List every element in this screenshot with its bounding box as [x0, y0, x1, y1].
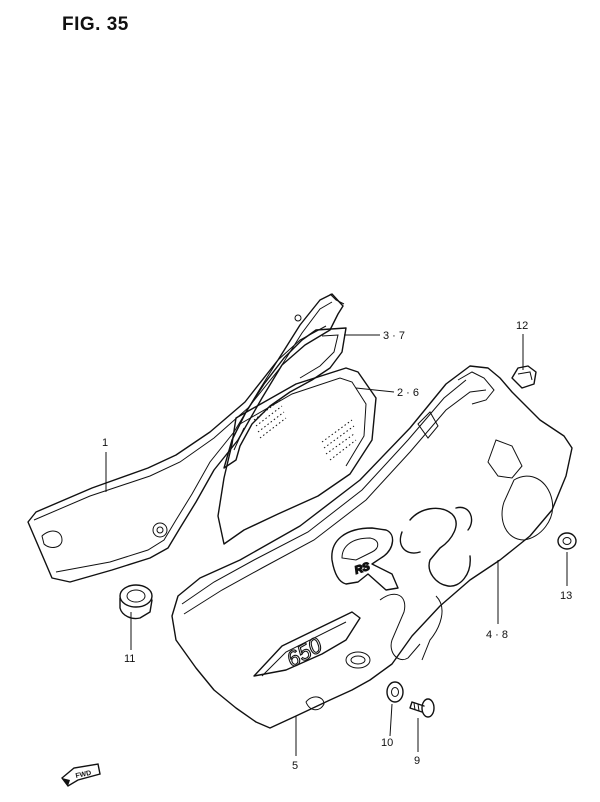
forward-arrow-icon: FWD	[61, 763, 101, 787]
650-badge-text: 650	[282, 632, 327, 672]
callout-labels: 1 3 · 7 2 · 6 12 13 4 · 8 11 5 10 9	[102, 320, 572, 772]
callout-10: 10	[381, 737, 393, 749]
grille-dots	[253, 399, 357, 461]
callout-11: 11	[124, 653, 135, 665]
clip-part-12	[511, 365, 537, 389]
side-cover-frame-part-1	[27, 293, 345, 583]
upper-insert-panel-part-3-7	[223, 327, 347, 469]
callout-2-6: 2 · 6	[397, 387, 419, 399]
rs-emblem-text: RS	[353, 561, 372, 577]
callout-13: 13	[560, 590, 572, 602]
figure-title: FIG. 35	[62, 14, 129, 35]
callout-3-7: 3 · 7	[383, 330, 405, 342]
main-side-cover-part-4-8: RS 650	[171, 365, 573, 729]
screw-part-9	[409, 698, 435, 718]
callout-9: 9	[414, 755, 420, 767]
washer-part-10	[386, 681, 404, 703]
callout-1: 1	[102, 437, 108, 449]
leader-lines	[105, 334, 568, 756]
washer-part-13	[557, 532, 577, 550]
callout-12: 12	[516, 320, 528, 332]
fwd-label: FWD	[75, 770, 92, 780]
callout-5: 5	[292, 760, 298, 772]
callout-4-8: 4 · 8	[486, 629, 508, 641]
grille-panel-part-2-6	[217, 367, 377, 545]
rs-emblem: RS	[331, 439, 554, 661]
grommet-part-11	[119, 584, 153, 620]
650-badge: 650	[253, 611, 361, 677]
